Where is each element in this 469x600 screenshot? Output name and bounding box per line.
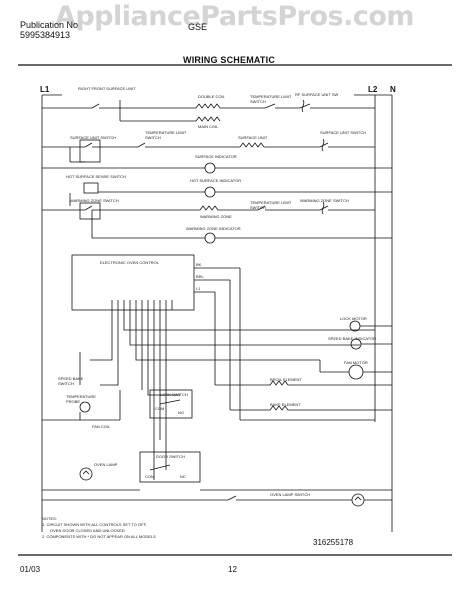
surface-unit-switch-label: SURFACE UNIT SWITCH: [70, 135, 117, 140]
lock-switch-no-label: NO: [178, 410, 184, 415]
electronic-oven-control-label: ELECTRONIC OVEN CONTROL: [100, 260, 159, 265]
part-number: 316255178: [313, 538, 354, 547]
publication-label: Publication No: [20, 20, 79, 30]
watermark: AppliancePartsPros.com: [54, 1, 415, 32]
hot-surface-switch-label: HOT SURFACE SENSE SWITCH: [66, 174, 126, 179]
note-1b: OVEN DOOR CLOSED AND UNLOCKED: [50, 528, 125, 533]
lock-motor-label: LOCK MOTOR: [340, 316, 367, 321]
control-pins: [111, 300, 173, 310]
hot-surface-indicator-label: HOT SURFACE INDICATOR: [190, 178, 242, 183]
fan-coil-label: FAN COIL: [92, 424, 111, 429]
temp-limit-3-label: TEMPERATURE LIMIT SWITCH: [250, 200, 292, 210]
speed-bake-switch-label: SPEED BAKE SWITCH: [58, 376, 84, 386]
oven-lamp-switch-label: OVEN LAMP SWITCH: [270, 492, 311, 497]
model-number: GSE: [188, 22, 208, 32]
warming-zone-switch-label: WARMING ZONE SWITCH: [70, 198, 119, 203]
warming-zone-switch-2-label: WARMING ZONE SWITCH: [300, 198, 349, 203]
page-number: 12: [228, 565, 237, 574]
warming-zone-label: WARMING ZONE: [200, 214, 232, 219]
note-2: 2. COMPONENTS WITH * DO NOT APPEAR ON AL…: [42, 534, 156, 539]
brl-terminal-label: BRL: [196, 274, 204, 279]
temp-limit-label: TEMPERATURE LIMIT SWITCH: [250, 94, 292, 104]
diagram-title: WIRING SCHEMATIC: [183, 55, 276, 65]
publication-number: 5995384913: [20, 30, 71, 40]
bk-terminal-label: BK: [196, 262, 202, 267]
door-switch-label: DOOR SWITCH: [156, 454, 185, 459]
temp-probe-label: TEMPERATURE PROBE: [66, 394, 96, 404]
rf-surface-unit-sw-label: RF SURFACE UNIT SW: [295, 92, 339, 97]
l1-label: L1: [40, 85, 50, 94]
l2-label: L2: [368, 85, 378, 94]
bake-element-label: BAKE ELEMENT: [270, 402, 301, 407]
speed-bake-indicator-label: SPEED BAKE INDICATOR: [328, 336, 377, 341]
l1-terminal-label: L1: [196, 286, 201, 291]
temp-limit-2-label: TEMPERATURE LIMIT SWITCH: [145, 130, 187, 140]
footer-date: 01/03: [20, 565, 41, 574]
surface-indicator-label: SURFACE INDICATOR: [195, 154, 237, 159]
right-front-label: RIGHT FRONT SURFACE UNIT: [78, 86, 136, 91]
warming-zone-indicator-label: WARMING ZONE INDICATOR: [186, 226, 241, 231]
lock-switch-label: LOCK SWITCH: [160, 392, 188, 397]
note-1: 1. CIRCUIT SHOWN WITH ALL CONTROLS SET T…: [42, 522, 147, 527]
publication-info: Publication No 5995384913: [20, 20, 78, 40]
lock-switch-com-label: COM: [155, 406, 165, 411]
n-label: N: [390, 85, 396, 94]
dual-coil-label: DOUBLE COIL: [198, 94, 225, 99]
oven-lamp-label: OVEN LAMP: [94, 462, 118, 467]
broil-element-label: BROIL ELEMENT: [270, 377, 302, 382]
electronic-oven-control-box: [71, 254, 195, 311]
fan-motor-label: FAN MOTOR: [344, 360, 368, 365]
notes-title: NOTES:: [42, 516, 57, 521]
door-switch-nc-label: NC: [180, 474, 186, 479]
surface-unit-label: SURFACE UNIT: [238, 135, 268, 140]
door-switch-com-label: COM: [145, 474, 155, 479]
surface-unit-switch-2-label: SURFACE UNIT SWITCH: [320, 130, 367, 135]
main-coil-label: MAIN COIL: [198, 124, 219, 129]
